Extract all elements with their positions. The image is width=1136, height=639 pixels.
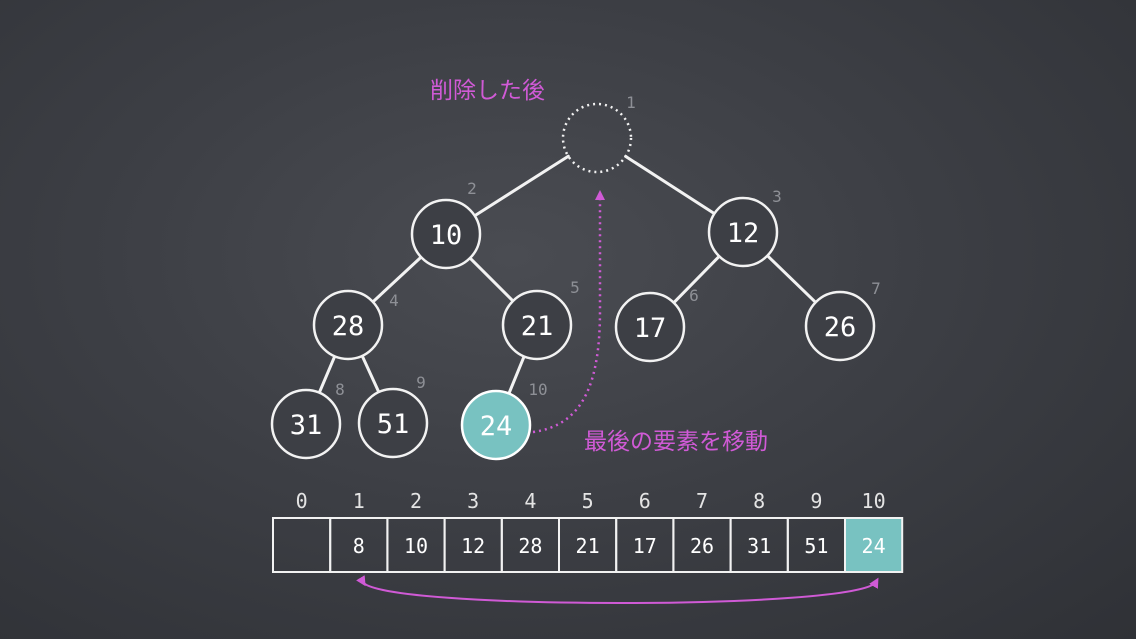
array-cell-0	[272, 517, 332, 573]
node-circle	[357, 387, 429, 459]
array-cell-8: 31	[729, 517, 789, 573]
caption-after-delete: 削除した後	[430, 78, 545, 104]
array-index-label: 7	[696, 489, 708, 513]
move-to-root-arrow	[532, 190, 605, 434]
tree-node-3: 12 3	[707, 187, 782, 268]
array-cell-10: 24	[844, 517, 904, 573]
array-cell-1: 8	[329, 517, 389, 573]
tree-node-2: 10 2	[410, 179, 482, 270]
node-index-label: 5	[570, 278, 580, 297]
array-cell-value: 12	[461, 534, 485, 558]
node-value: 28	[332, 311, 365, 342]
tree-node-6: 17 6	[614, 286, 699, 363]
tree-node-5: 21 5	[501, 278, 580, 361]
array-index-label: 1	[353, 489, 365, 513]
tree-edge	[765, 254, 818, 304]
array-cell-value: 8	[353, 534, 365, 558]
tree-edge	[624, 154, 716, 216]
tree-node-9: 51 9	[357, 373, 429, 459]
node-circle	[501, 289, 573, 361]
empty-root-circle	[561, 102, 633, 174]
array-index-label: 2	[410, 489, 422, 513]
node-value: 31	[290, 410, 323, 441]
array-cell-2: 10	[386, 517, 446, 573]
node-circle	[707, 196, 779, 268]
array-cell-5: 21	[558, 517, 618, 573]
array-cell-6: 17	[615, 517, 675, 573]
node-index-label: 7	[871, 279, 881, 298]
node-value: 26	[824, 312, 857, 343]
node-index-label: 2	[467, 179, 477, 198]
array-index-label: 10	[862, 489, 886, 513]
node-index-label: 3	[772, 187, 782, 206]
array-index-label: 4	[524, 489, 536, 513]
node-index-label: 9	[416, 373, 426, 392]
node-circle	[460, 389, 532, 461]
node-value: 17	[634, 313, 667, 344]
array-cell-7: 26	[672, 517, 732, 573]
array-cell-box	[844, 517, 904, 573]
array-index-label: 6	[639, 489, 651, 513]
node-circle	[410, 198, 482, 270]
node-index-label: 8	[335, 380, 345, 399]
array-cell-value: 31	[747, 534, 771, 558]
tree-node-7: 26 7	[804, 279, 881, 362]
node-index-label: 6	[689, 286, 699, 305]
array-index-label: 0	[296, 489, 308, 513]
node-value: 51	[377, 409, 410, 440]
array-index-label: 9	[810, 489, 822, 513]
tree-node-4: 28 4	[312, 289, 399, 361]
tree-node-10: 24 10	[460, 380, 548, 461]
tree-node-8: 31 8	[270, 380, 345, 460]
tree-edge	[371, 255, 423, 304]
array-cell-value: 21	[576, 534, 600, 558]
array-cell-value: 10	[404, 534, 428, 558]
array-cell-value: 26	[690, 534, 714, 558]
node-circle	[614, 291, 686, 363]
array-move-arrow	[356, 575, 879, 604]
node-value: 21	[521, 311, 554, 342]
array-cell-value: 17	[633, 534, 657, 558]
node-circle	[312, 289, 384, 361]
array-index-label: 5	[582, 489, 594, 513]
node-value: 12	[727, 218, 760, 249]
tree-edge	[317, 354, 337, 395]
node-index-label: 4	[389, 291, 399, 310]
array-cell-3: 12	[443, 517, 503, 573]
tree-edge	[473, 154, 570, 218]
tree-nodes: 1 10 2 12 3 28 4 21 5 17 6 26 7 31 8 51 9 24 10	[270, 93, 881, 461]
array-cell-value: 51	[804, 534, 828, 558]
tree-edge	[672, 254, 721, 305]
array-cell-9: 51	[786, 517, 846, 573]
node-circle	[804, 290, 876, 362]
tree-edge	[507, 354, 526, 396]
node-index-label: 10	[528, 380, 547, 399]
tree-edges	[317, 154, 818, 396]
node-index-label: 1	[626, 93, 636, 112]
array-cell-box	[272, 517, 332, 573]
tree-edge	[360, 354, 381, 394]
tree-node-1: 1	[561, 93, 636, 174]
array-cell-value: 24	[862, 534, 886, 558]
array-cell-value: 28	[518, 534, 542, 558]
array-index-label: 3	[467, 489, 479, 513]
tree-edge	[468, 256, 515, 303]
array-cell-4: 28	[500, 517, 560, 573]
array-index-label: 8	[753, 489, 765, 513]
node-value: 10	[430, 220, 463, 251]
node-value: 24	[480, 411, 513, 442]
node-circle	[270, 388, 342, 460]
caption-move-last: 最後の要素を移動	[584, 429, 768, 455]
